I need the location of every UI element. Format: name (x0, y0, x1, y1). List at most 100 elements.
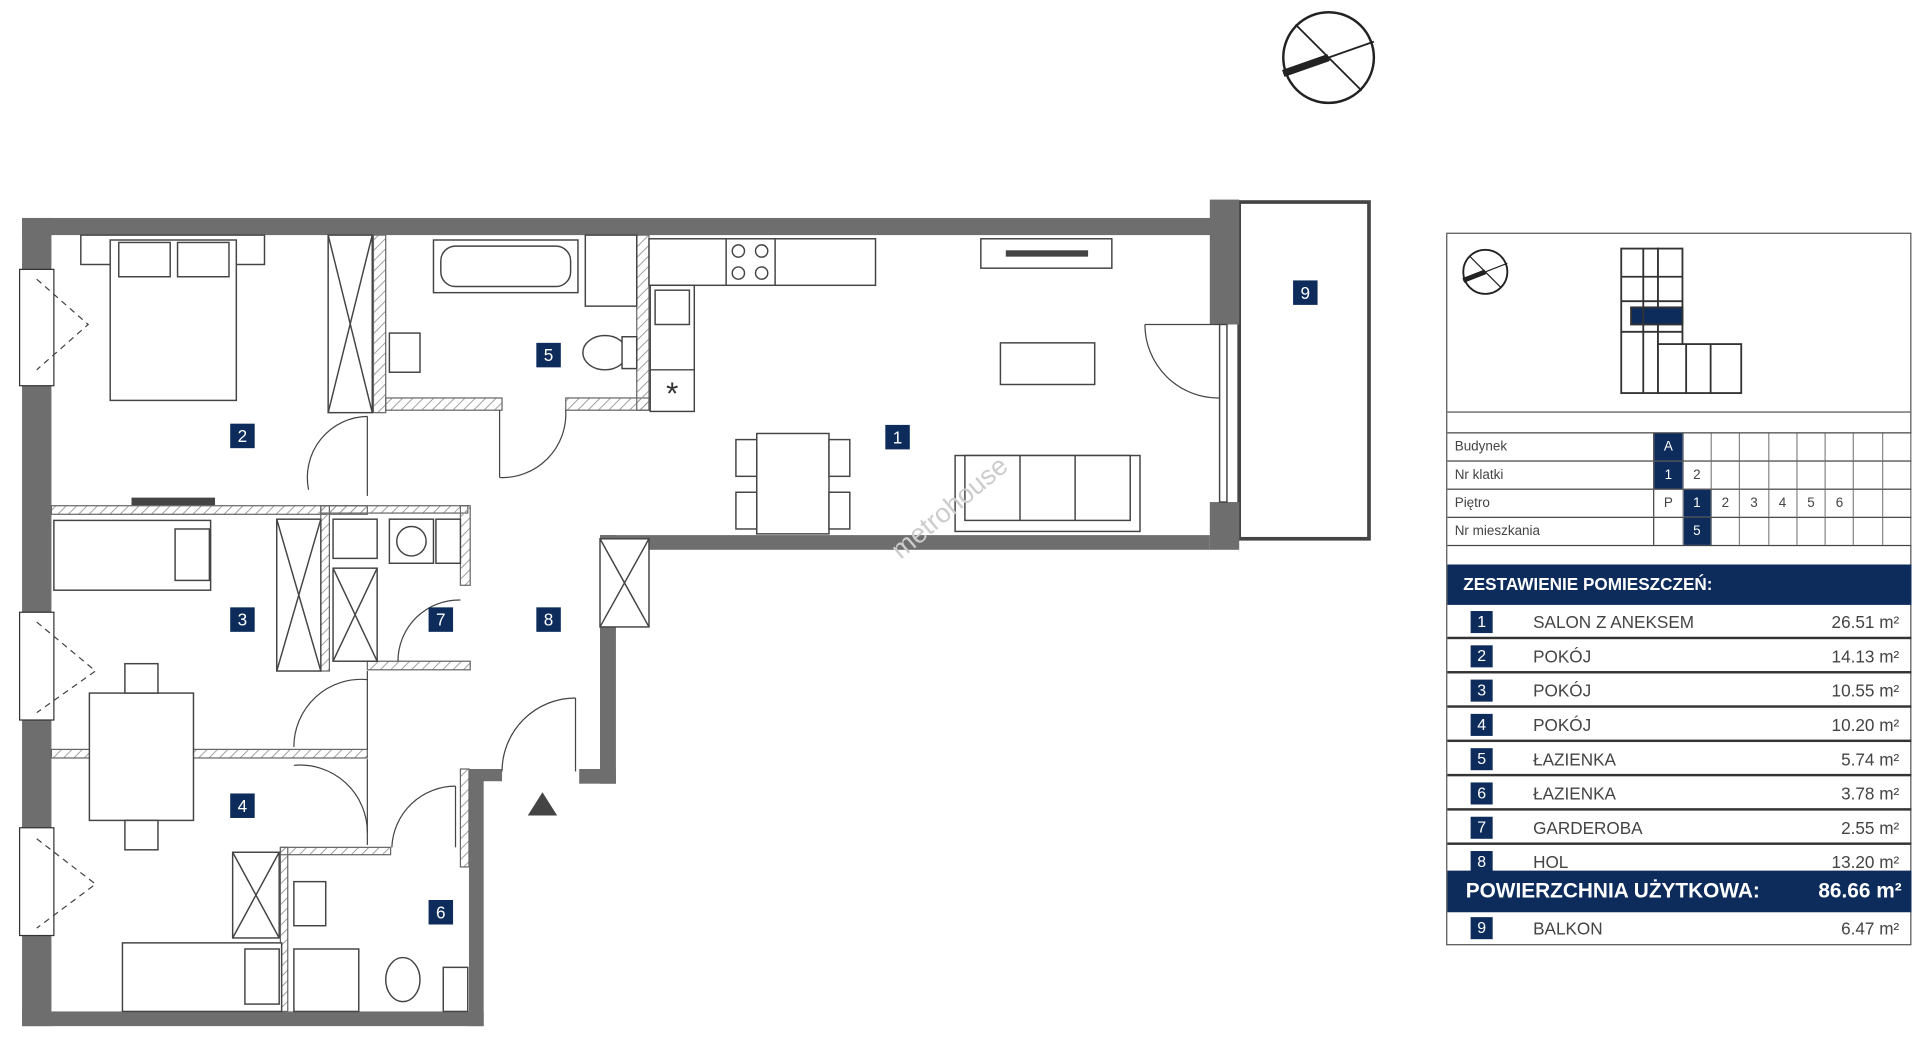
room-name: GARDEROBA (1533, 817, 1643, 838)
room-label-9: 9 (1293, 280, 1318, 305)
room-label-6: 6 (428, 900, 454, 925)
location-cell: 5 (1683, 517, 1712, 545)
furniture: * (53, 234, 1228, 1013)
svg-text:1: 1 (893, 427, 903, 447)
location-cell (1797, 461, 1826, 489)
location-cell (1854, 433, 1883, 461)
location-label: Budynek (1447, 433, 1655, 461)
location-cell: 4 (1769, 489, 1798, 517)
room-label-4: 4 (230, 793, 255, 818)
location-cell (1854, 461, 1883, 489)
interior-walls (50, 234, 650, 1013)
room-name: POKÓJ (1533, 646, 1592, 667)
room-number: 4 (1470, 713, 1493, 736)
room-label-7: 7 (428, 607, 454, 632)
location-cell (1740, 433, 1769, 461)
location-cell: 3 (1740, 489, 1769, 517)
site-plan-thumbnail (1462, 247, 1743, 394)
room-name: BALKON (1533, 918, 1603, 938)
location-cell (1769, 517, 1798, 545)
location-cell (1883, 489, 1912, 517)
location-cell (1683, 433, 1712, 461)
location-label: Nr klatki (1447, 461, 1655, 489)
location-cell (1883, 433, 1912, 461)
location-cell: 5 (1797, 489, 1826, 517)
location-cell (1712, 461, 1741, 489)
location-cell (1883, 517, 1912, 545)
room-area: 14.13 m² (1831, 646, 1900, 667)
mini-compass-icon (1462, 248, 1509, 295)
room-row: 6 ŁAZIENKA 3.78 m² (1447, 779, 1912, 811)
balcony-outline (1237, 200, 1371, 541)
balcony-row-wrap: 9 BALKON 6.47 m² (1447, 913, 1911, 945)
room-name: ŁAZIENKA (1533, 783, 1616, 804)
room-name: ŁAZIENKA (1533, 749, 1616, 769)
room-labels: 1 2 3 4 5 6 7 8 9 (230, 280, 1318, 925)
total-area: POWIERZCHNIA UŻYTKOWA: 86.66 m² (1447, 870, 1912, 913)
total-area-value: 86.66 m² (1818, 879, 1902, 903)
location-cell (1740, 517, 1769, 545)
location-cell: A (1654, 433, 1684, 461)
location-cell (1826, 461, 1855, 489)
location-cell (1769, 433, 1798, 461)
room-row: 4 POKÓJ 10.20 m² (1447, 710, 1912, 743)
location-row: Nr mieszkania 5 (1447, 516, 1912, 547)
room-name: HOL (1533, 852, 1569, 872)
location-cell (1712, 433, 1741, 461)
room-label-3: 3 (230, 607, 255, 632)
balcony-row: 9 BALKON 6.47 m² (1447, 913, 1911, 942)
location-cell: 6 (1826, 489, 1855, 517)
room-number: 9 (1470, 917, 1493, 940)
entrance-arrow-icon (527, 792, 558, 816)
site-overview (1447, 234, 1911, 413)
room-number: 5 (1470, 748, 1493, 771)
location-cell (1769, 461, 1798, 489)
svg-text:6: 6 (436, 902, 446, 922)
room-name: POKÓJ (1533, 680, 1592, 701)
room-number: 2 (1470, 645, 1493, 668)
svg-text:9: 9 (1301, 283, 1311, 303)
location-cell: 1 (1683, 489, 1712, 517)
room-area: 10.20 m² (1831, 715, 1900, 735)
room-area: 2.55 m² (1841, 817, 1900, 838)
location-cell (1854, 517, 1883, 545)
total-area-label: POWIERZCHNIA UŻYTKOWA: (1465, 879, 1760, 903)
location-label: Piętro (1447, 489, 1655, 517)
room-area: 13.20 m² (1831, 852, 1900, 872)
location-cell (1826, 517, 1855, 545)
room-row: 2 POKÓJ 14.13 m² (1447, 642, 1912, 674)
location-cell (1797, 433, 1826, 461)
svg-text:8: 8 (544, 610, 554, 630)
room-area: 3.78 m² (1841, 783, 1900, 804)
svg-text:*: * (666, 375, 678, 411)
location-label: Nr mieszkania (1447, 517, 1655, 545)
svg-text:4: 4 (238, 796, 248, 816)
room-name: POKÓJ (1533, 715, 1592, 735)
location-cell (1854, 489, 1883, 517)
room-area: 6.47 m² (1841, 918, 1900, 938)
room-label-2: 2 (230, 423, 255, 449)
location-cell: 2 (1712, 489, 1741, 517)
room-label-1: 1 (885, 424, 910, 450)
room-area: 26.51 m² (1831, 612, 1900, 632)
room-number: 6 (1470, 782, 1493, 805)
room-number: 8 (1470, 851, 1493, 874)
room-number: 1 (1470, 611, 1493, 634)
svg-text:3: 3 (238, 610, 248, 630)
rooms-summary-header: ZESTAWIENIE POMIESZCZEŃ: (1447, 564, 1912, 605)
room-area: 10.55 m² (1831, 680, 1900, 701)
location-cell: 1 (1654, 461, 1684, 489)
location-cell (1883, 461, 1912, 489)
doors (36, 278, 1220, 929)
